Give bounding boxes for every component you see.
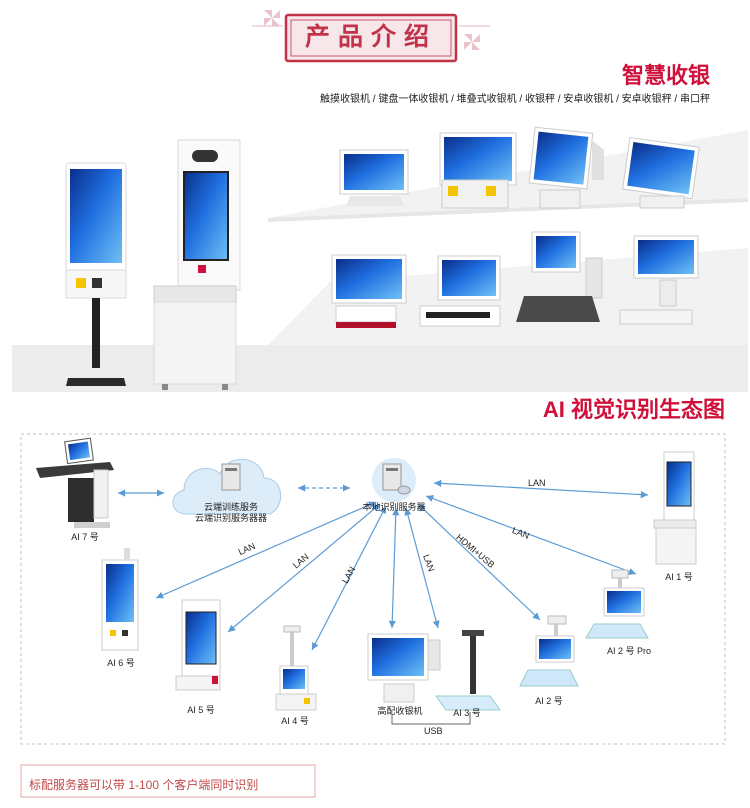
device-label-ai6: AI 6 号: [107, 658, 135, 668]
pos-android-scale: [619, 235, 699, 325]
device-label-pos: 高配收银机: [377, 706, 423, 716]
retail-heading: 智慧收银: [621, 63, 710, 88]
device-ai1: [653, 451, 697, 565]
device-label-ai1: AI 1 号: [665, 572, 693, 582]
link-label-usb: USB: [424, 726, 443, 736]
kiosk-standing: [65, 162, 127, 386]
device-label-ai4: AI 4 号: [281, 716, 309, 726]
device-ai2: [519, 615, 579, 687]
device-ai5: [175, 599, 221, 691]
device-label-ai2: AI 2 号: [535, 696, 563, 706]
device-ai3: [435, 630, 501, 711]
link-label-lan-top: LAN: [528, 478, 546, 488]
cloud-server-label-1: 云端训练服务: [203, 502, 258, 512]
retail-showcase: [12, 126, 748, 392]
pos-touch: [339, 149, 409, 206]
footer-note-frame: [20, 764, 316, 798]
device-ai4: [275, 625, 317, 711]
pos-stacked: [528, 126, 604, 209]
page-title: 产品介绍: [304, 22, 437, 51]
pos-keyboard: [439, 132, 517, 209]
cloud-server-label-2: 云端识别服务器器: [194, 513, 267, 523]
pos-keyboard-2: [419, 255, 501, 327]
pos-dual: [622, 136, 700, 209]
pos-android: [331, 254, 407, 328]
device-ai2-pro: [585, 569, 649, 639]
usb-bracket: [391, 712, 471, 725]
link-arrows: [118, 479, 649, 651]
footer-note: 标配服务器可以带 1-100 个客户端同时识别: [29, 778, 259, 792]
ecosystem-frame: [20, 433, 726, 745]
title-frame: [252, 10, 490, 63]
retail-product-list: 触摸收银机 / 键盘一体收银机 / 堆叠式收银机 / 收银秤 / 安卓收银机 /…: [319, 94, 710, 105]
local-server-label: 本地识别服务器: [362, 502, 426, 512]
pos-scale: [516, 231, 603, 322]
device-ai7: [36, 437, 114, 528]
device-label-ai3: AI 3 号: [453, 708, 481, 718]
kiosk-cabinet: [153, 139, 241, 390]
cloud-icon: [172, 458, 282, 515]
device-label-ai2-pro: AI 2 号 Pro: [606, 646, 652, 656]
device-pos: [367, 633, 441, 703]
device-label-ai7: AI 7 号: [71, 532, 99, 542]
device-ai6: [101, 548, 139, 651]
server-icon: [372, 458, 416, 502]
ai-ecosystem-heading: AI 视觉识别生态图: [542, 397, 725, 422]
device-label-ai5: AI 5 号: [187, 705, 215, 715]
